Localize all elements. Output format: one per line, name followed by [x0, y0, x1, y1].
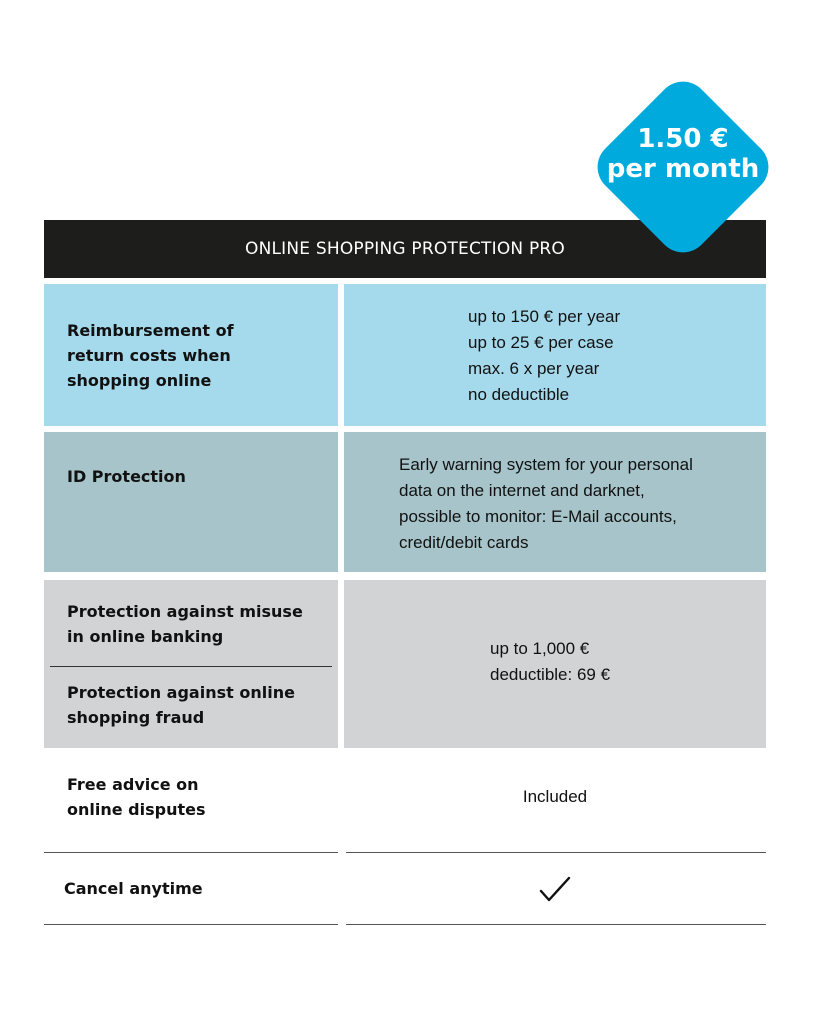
- row-4-rule-right: [346, 852, 766, 853]
- row-1-feature-line: return costs when: [67, 345, 231, 365]
- row-4-feature: Free advice on online disputes: [44, 772, 338, 832]
- row-2-detail: Early warning system for your personal d…: [344, 432, 766, 572]
- row-1-detail-line: up to 25 € per case: [468, 333, 614, 352]
- row-4-feature-line: Free advice on: [67, 775, 199, 794]
- row-4-detail-text: Included: [522, 787, 588, 806]
- row-2-detail-line: credit/debit cards: [399, 533, 529, 552]
- row-3-feature-b-line: Protection against online: [67, 683, 295, 702]
- badge-price: 1.50 €: [637, 124, 729, 154]
- table-header: ONLINE SHOPPING PROTECTION PRO: [44, 220, 766, 278]
- row-1-feature: Reimbursement of return costs when shopp…: [44, 284, 338, 426]
- row-5-feature: Cancel anytime: [44, 876, 338, 906]
- row-1-feature-text: Reimbursement of return costs when shopp…: [67, 318, 338, 393]
- row-3-feature-b: Protection against online shopping fraud: [67, 680, 295, 730]
- row-2-detail-line: possible to monitor: E-Mail accounts,: [399, 507, 677, 526]
- row-3-feature: Protection against misuse in online bank…: [44, 580, 338, 748]
- row-1-detail-line: max. 6 x per year: [468, 359, 600, 378]
- price-badge: 1.50 € per month: [586, 70, 780, 264]
- row-2-detail-text: Early warning system for your personal d…: [399, 452, 766, 556]
- badge-period: per month: [606, 154, 760, 184]
- row-1-feature-line: shopping online: [67, 370, 212, 390]
- row-3-detail: up to 1,000 € deductible: 69 €: [344, 580, 766, 748]
- row-5-rule-left: [44, 924, 338, 925]
- row-5-detail: [344, 874, 766, 908]
- row-3-detail-text: up to 1,000 € deductible: 69 €: [490, 636, 766, 688]
- row-3-feature-a: Protection against misuse in online bank…: [67, 599, 303, 649]
- row-3-detail-line: up to 1,000 €: [490, 639, 590, 658]
- row-4-feature-line: online disputes: [67, 800, 206, 819]
- table-header-title: ONLINE SHOPPING PROTECTION PRO: [245, 239, 565, 259]
- row-2-feature: ID Protection: [44, 432, 338, 572]
- row-3-feature-a-line: in online banking: [67, 627, 224, 646]
- row-3-feature-divider: [50, 666, 332, 667]
- checkmark-icon: [539, 876, 571, 902]
- row-4-feature-text: Free advice on online disputes: [67, 772, 338, 822]
- row-2-feature-text: ID Protection: [67, 467, 186, 486]
- row-3-detail-line: deductible: 69 €: [490, 665, 611, 684]
- row-1-detail: up to 150 € per year up to 25 € per case…: [344, 284, 766, 426]
- row-4-detail: Included: [344, 784, 766, 814]
- row-3-feature-a-line: Protection against misuse: [67, 602, 303, 621]
- row-1-detail-text: up to 150 € per year up to 25 € per case…: [468, 304, 766, 408]
- row-1-detail-line: up to 150 € per year: [468, 307, 621, 326]
- row-2-detail-line: Early warning system for your personal: [399, 455, 693, 474]
- badge-text: 1.50 € per month: [588, 124, 778, 184]
- row-4-rule-left: [44, 852, 338, 853]
- row-3-feature-b-line: shopping fraud: [67, 708, 205, 727]
- row-5-rule-right: [346, 924, 766, 925]
- row-1-feature-line: Reimbursement of: [67, 320, 234, 340]
- row-1-detail-line: no deductible: [468, 385, 570, 404]
- row-2-detail-line: data on the internet and darknet,: [399, 481, 645, 500]
- row-5-feature-text: Cancel anytime: [64, 879, 203, 898]
